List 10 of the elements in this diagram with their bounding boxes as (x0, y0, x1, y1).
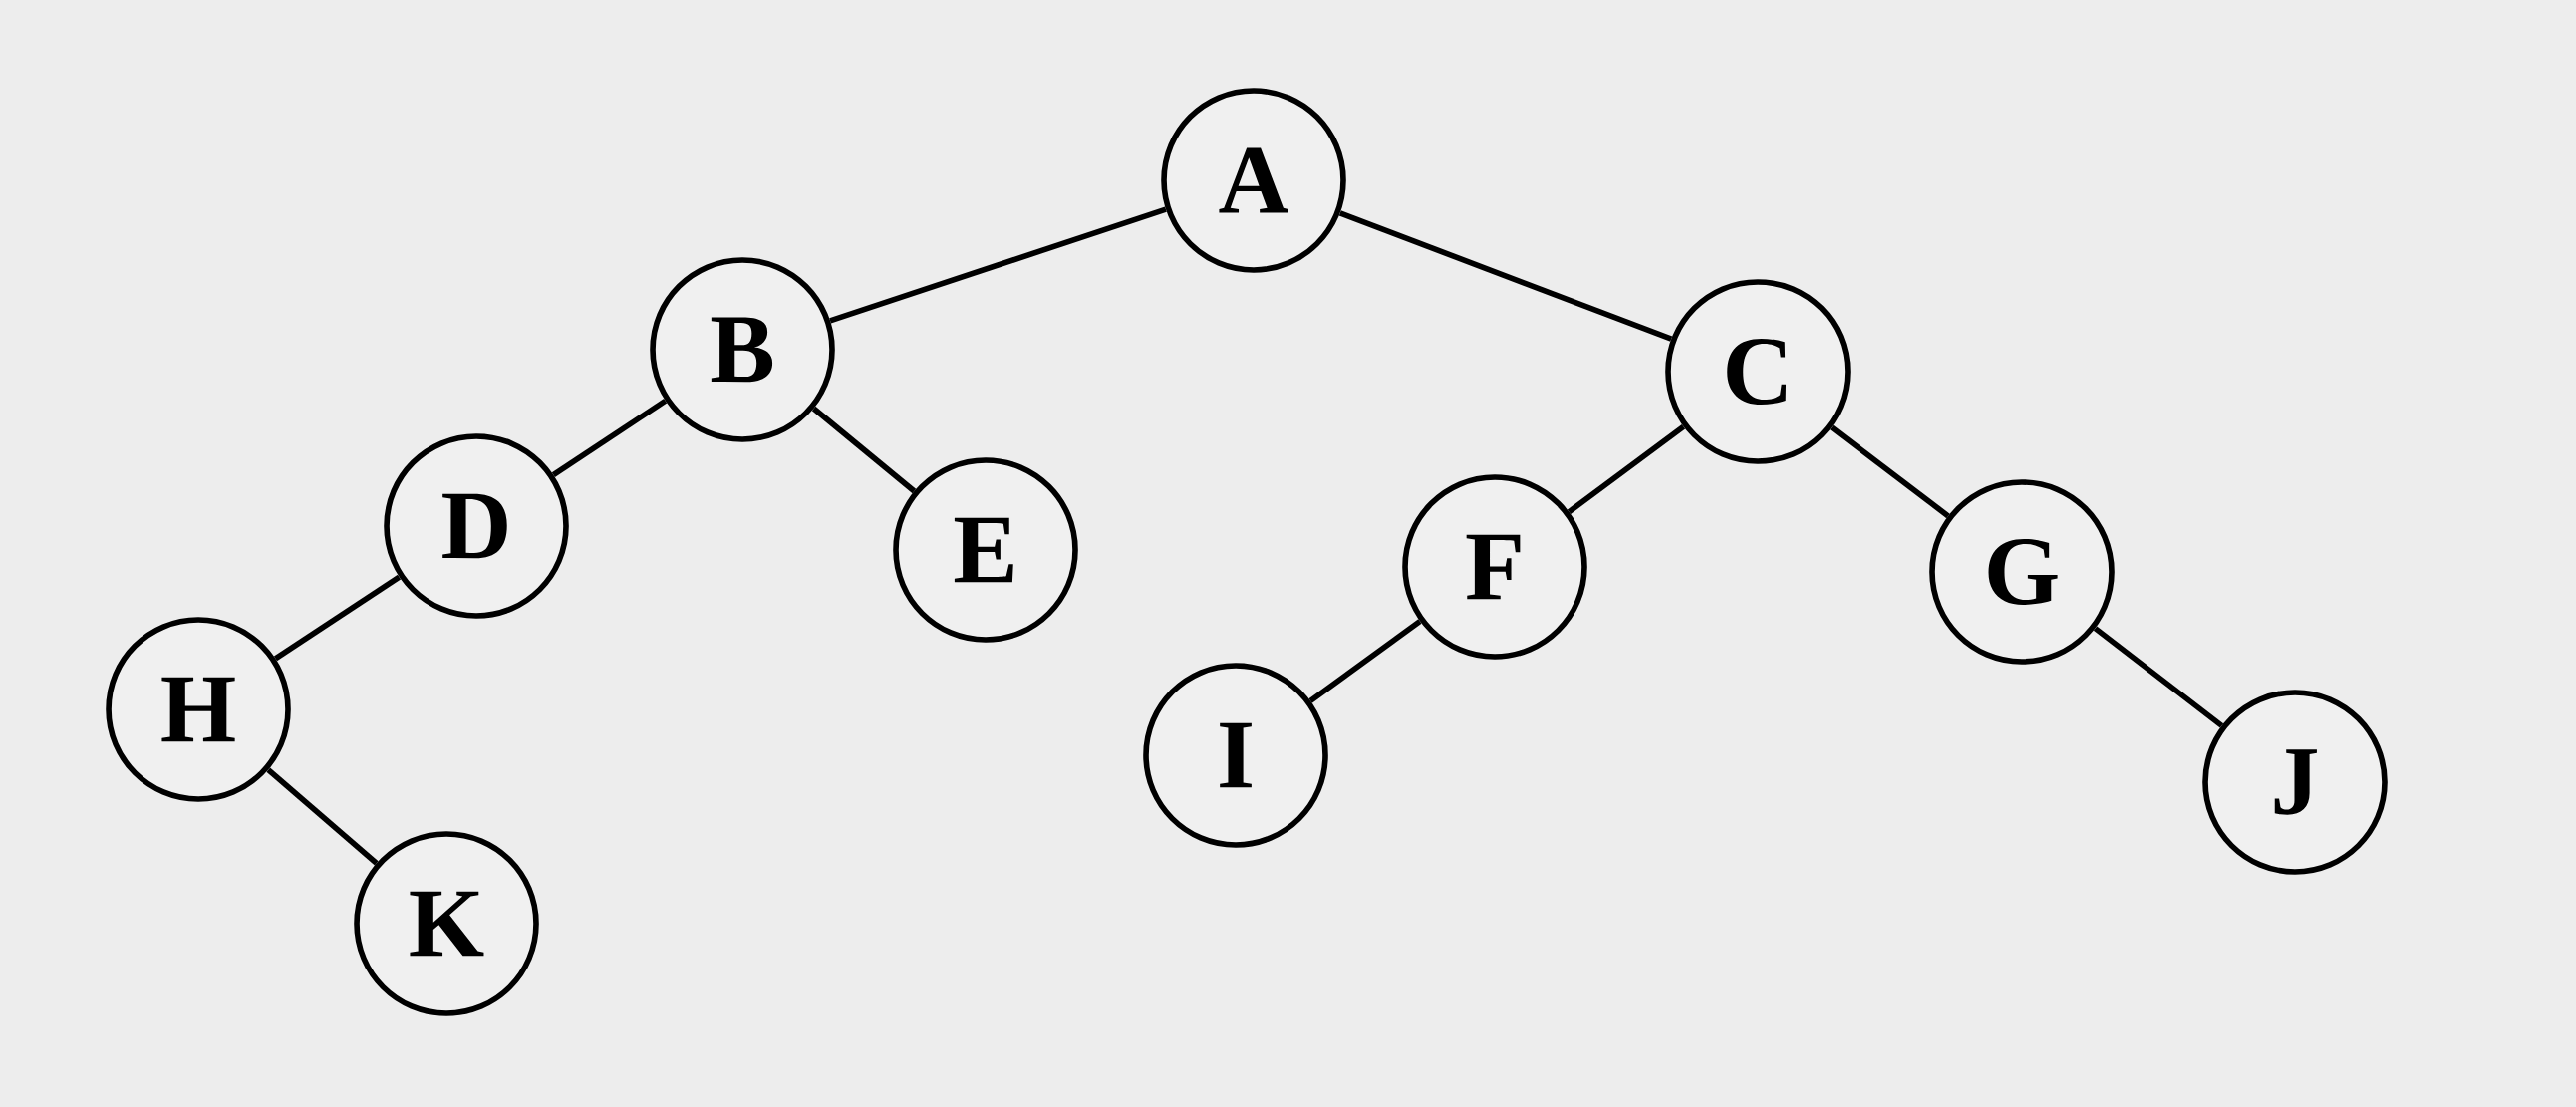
tree-edge (273, 574, 402, 662)
tree-edge (266, 767, 379, 866)
tree-edge (2093, 626, 2224, 728)
tree-edge (1830, 424, 1950, 519)
tree-edge (551, 398, 668, 478)
tree-edge (811, 406, 917, 494)
tree-edge (829, 206, 1167, 324)
tree-edge (1308, 619, 1422, 703)
tree-edge (1567, 424, 1686, 514)
tree-edge (1338, 210, 1673, 342)
